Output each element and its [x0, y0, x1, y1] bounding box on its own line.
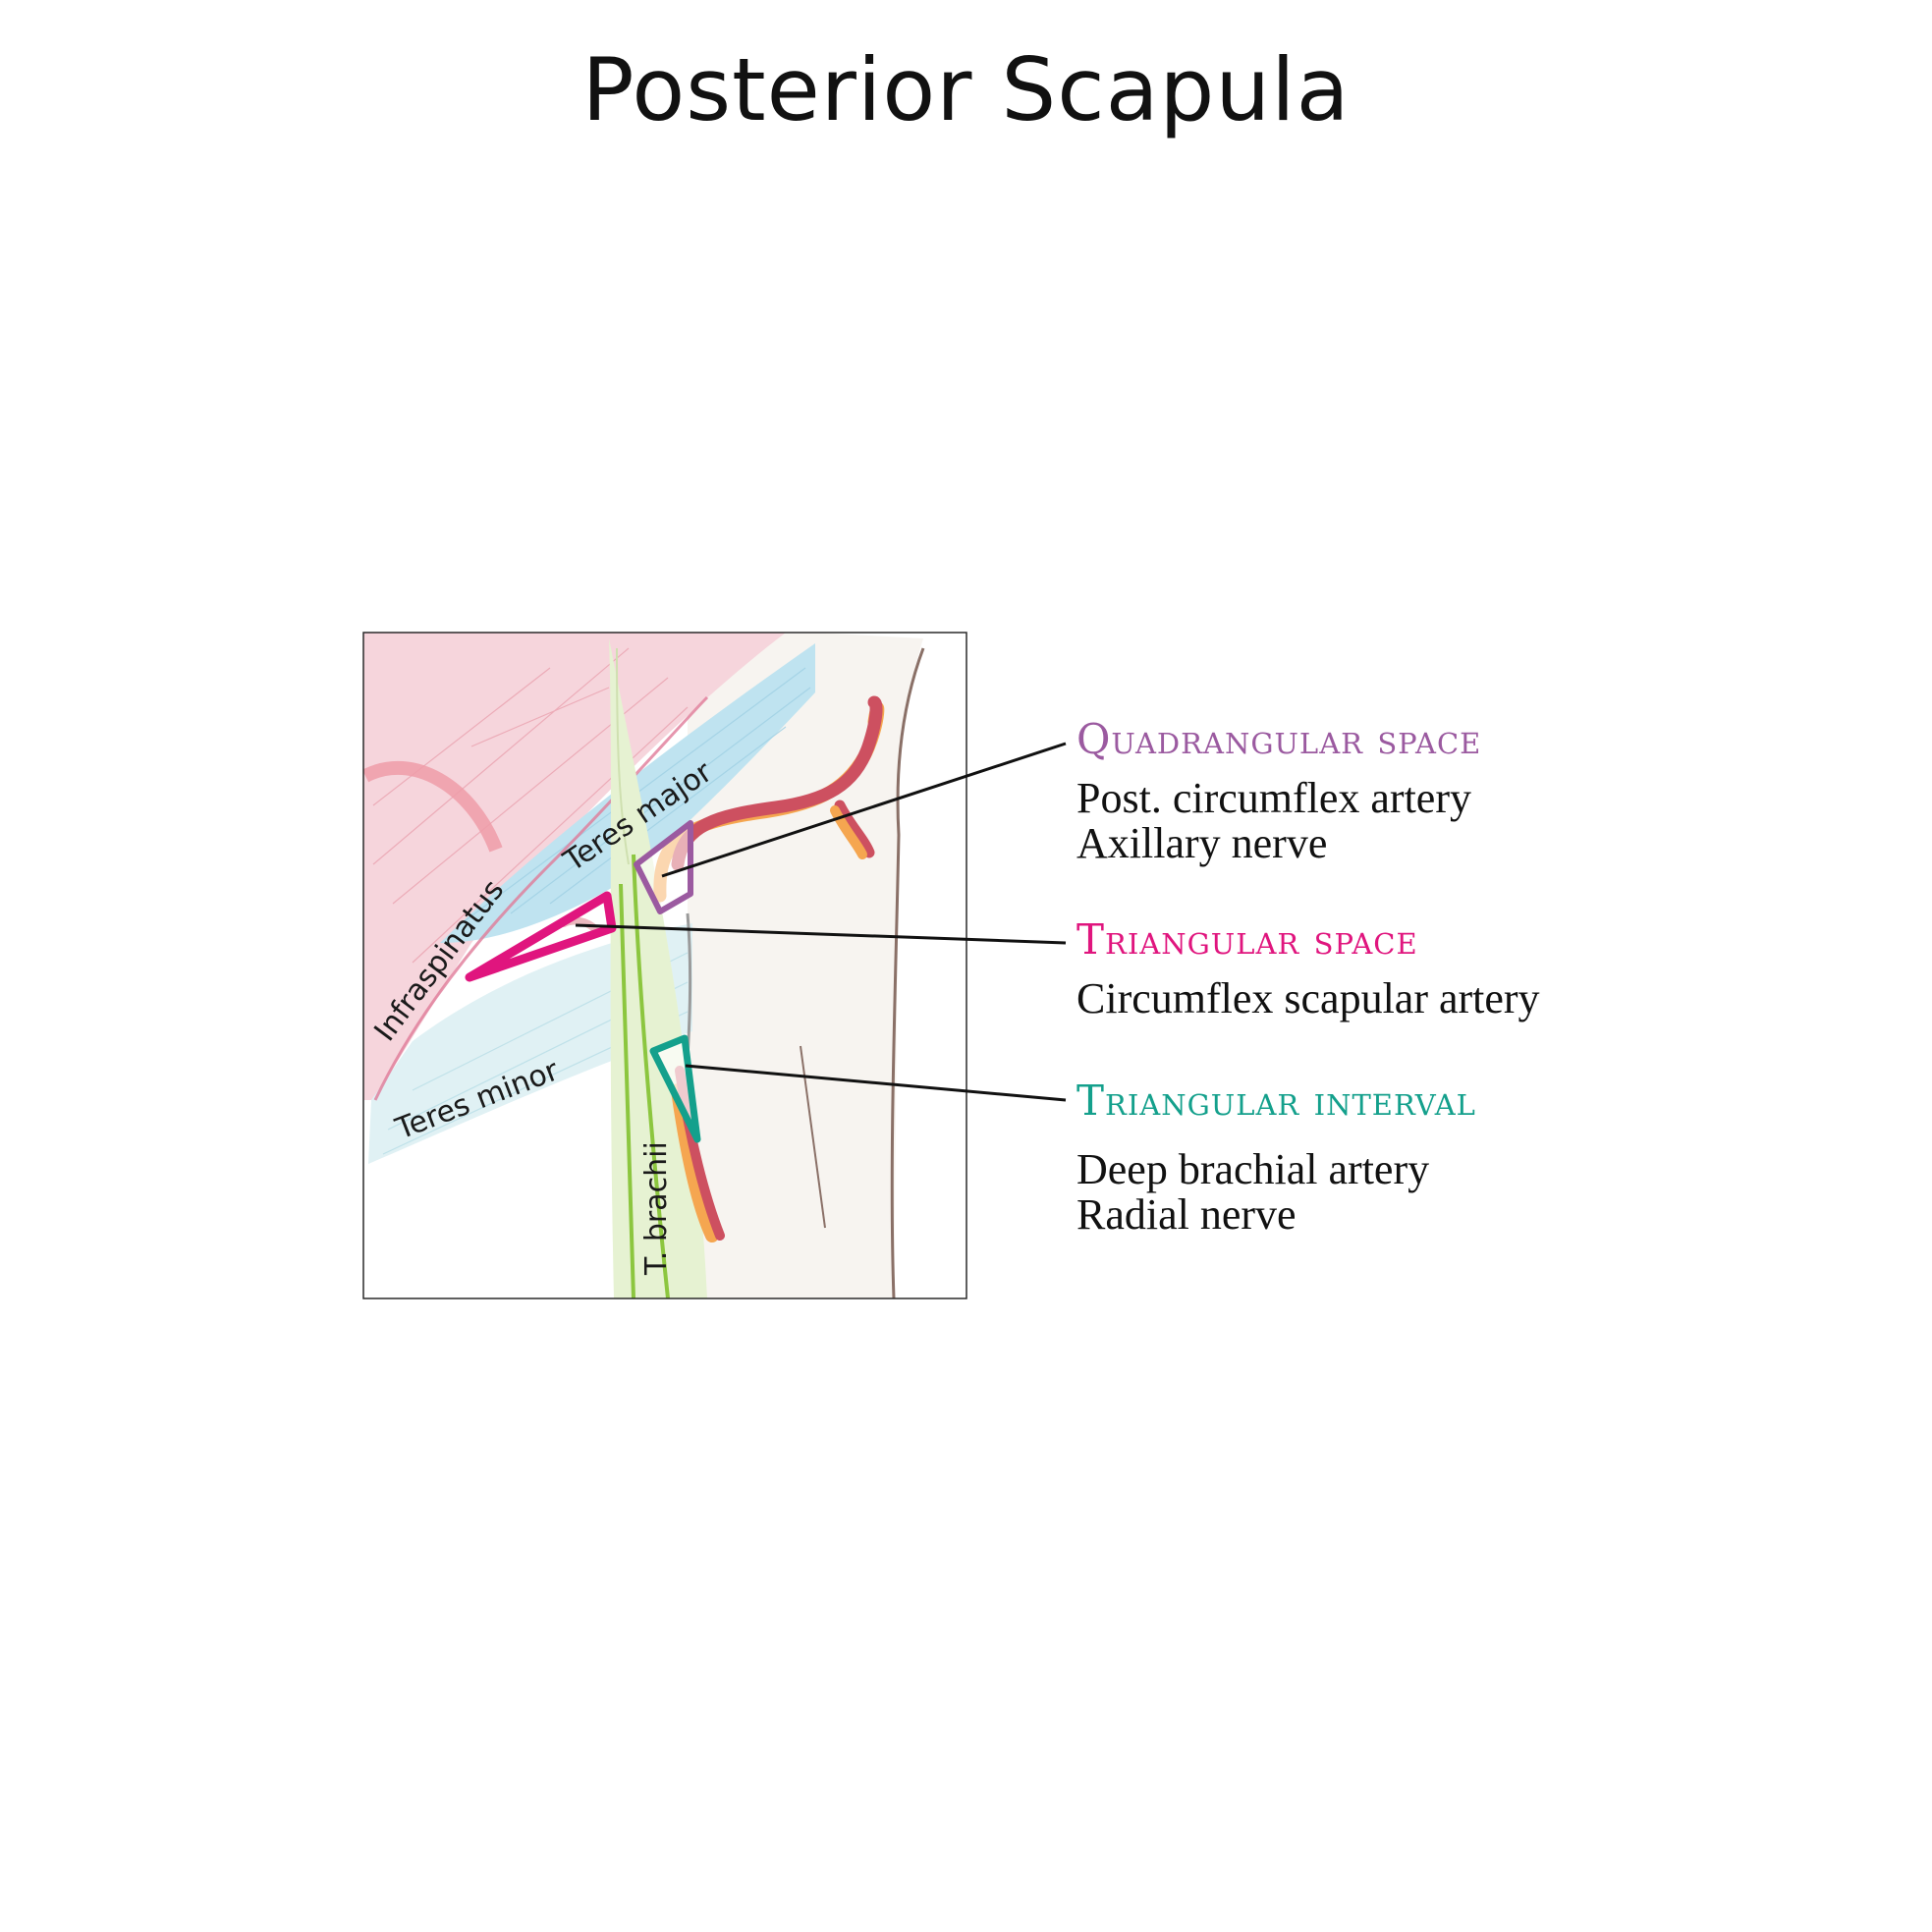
triceps-fibers-light — [616, 647, 630, 865]
triceps-label: T. brachii — [639, 1141, 674, 1276]
triangular-interval-outline — [649, 1034, 701, 1143]
humerus-edge — [890, 647, 925, 1298]
quadrangular-leader — [661, 742, 1067, 878]
triangular-interval-content-1: Deep brachial artery — [1076, 1145, 1430, 1193]
triangular-space-content-1: Circumflex scapular artery — [1076, 974, 1540, 1022]
triangular-interval-leader — [685, 1064, 1067, 1102]
posterior-circumflex-artery — [671, 695, 883, 871]
infraspinatus-fibers — [372, 647, 689, 964]
triangular-space-heading: Triangular space — [1076, 915, 1418, 964]
artery-branch — [834, 800, 875, 858]
page-title: Posterior Scapula — [581, 39, 1351, 140]
infraspinatus-arc — [363, 760, 503, 853]
triangular-interval-content-2: Radial nerve — [1076, 1190, 1297, 1239]
quadrangular-content-2: Axillary nerve — [1076, 819, 1328, 867]
triangular-interval-heading: Triangular interval — [1076, 1076, 1476, 1125]
diagram-frame — [362, 632, 967, 1299]
quadrangular-space-heading: Quadrangular space — [1076, 715, 1482, 763]
quadrangular-content-1: Post. circumflex artery — [1076, 774, 1471, 822]
quadrangular-space-outline — [634, 820, 693, 914]
teres-major-edge — [373, 695, 709, 1101]
humerus-region — [688, 633, 923, 1298]
triceps-fibers — [619, 854, 670, 1298]
triangular-space-leader — [575, 923, 1067, 945]
infraspinatus-muscle — [363, 633, 786, 1100]
triangular-space-outline — [465, 891, 617, 982]
humerus-inner-line — [800, 1045, 826, 1229]
nerve-branch — [830, 805, 867, 859]
